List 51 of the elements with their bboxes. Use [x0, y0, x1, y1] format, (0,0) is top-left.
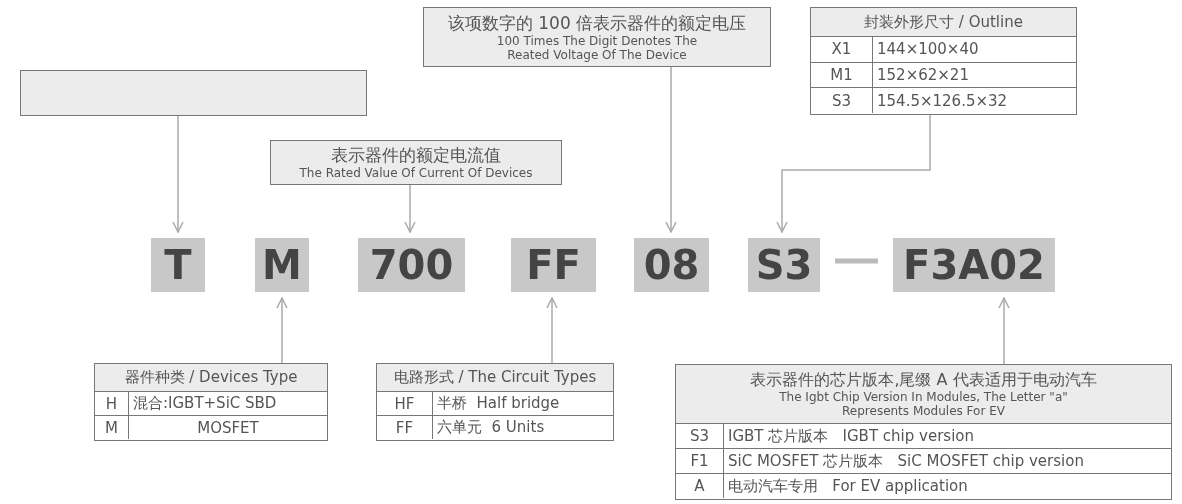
- description-cell-text: 混合:IGBT+SiC SBD: [132, 393, 278, 414]
- code-segment: FF: [511, 238, 596, 292]
- code-cell: M: [95, 416, 129, 439]
- code-cell: A: [676, 474, 724, 498]
- code-cell: M1: [811, 62, 873, 88]
- arrow: [665, 66, 677, 233]
- code-segment: S3: [748, 238, 820, 292]
- heading-text: 表示器件的额定电流值: [331, 144, 501, 167]
- description-cell-text: 154.5×126.5×32: [876, 90, 1009, 112]
- description-cell-text: 152×62×21: [876, 65, 970, 86]
- code-cell: X1: [811, 37, 873, 62]
- label-box: [270, 140, 562, 185]
- subtitle-text: The Rated Value Of Current Of Devices: [299, 167, 533, 181]
- description-cell-text: 144×100×40: [876, 39, 980, 61]
- code-segment: 700: [358, 238, 465, 292]
- description-cell-text: IGBT 芯片版本 IGBT chip version: [727, 425, 975, 447]
- header-cell: 电路形式 / The Circuit Types: [377, 364, 613, 391]
- heading-text: 该项数字的 100 倍表示器件的额定电压: [447, 11, 747, 35]
- description-cell-text: 电动汽车专用 For EV application: [727, 475, 969, 497]
- heading-text: 表示器件的芯片版本,尾缀 A 代表适用于电动汽车: [750, 369, 1097, 391]
- label-box: [423, 7, 771, 67]
- code-segment: T: [151, 238, 205, 292]
- description-cell-text: 半桥 Half bridge: [436, 393, 561, 414]
- code-table: [810, 7, 1077, 115]
- subtitle-text: The Igbt Chip Version In Modules, The Letter "a" Represents Modules For EV: [778, 390, 1069, 419]
- code-table: [94, 363, 328, 441]
- code-cell: FF: [377, 416, 433, 439]
- arrow: [172, 115, 184, 233]
- arrow: [546, 297, 558, 364]
- description-cell-text: 六单元 6 Units: [436, 417, 546, 438]
- code-segment: M: [255, 238, 309, 292]
- code-segment: F3A02: [893, 238, 1055, 292]
- description-cell-text: MOSFET: [196, 417, 260, 439]
- arrow: [998, 297, 1010, 365]
- description-cell-text: SiC MOSFET 芯片版本 SiC MOSFET chip version: [727, 450, 1085, 472]
- label-box: [20, 70, 367, 116]
- code-cell: H: [95, 392, 129, 415]
- header-cell: 器件种类 / Devices Type: [95, 364, 327, 391]
- arrow: [404, 184, 416, 233]
- code-cell: HF: [377, 392, 433, 415]
- code-cell: S3: [811, 88, 873, 113]
- connector-line: [835, 258, 878, 264]
- code-cell: F1: [676, 449, 724, 473]
- code-cell: S3: [676, 424, 724, 448]
- header-cell: 封装外形尺寸 / Outline: [811, 8, 1076, 36]
- code-segment: 08: [634, 238, 709, 292]
- code-table: [675, 364, 1172, 500]
- subtitle-text: 100 Times The Digit Denotes The Reated Voltage Of The Device: [495, 34, 699, 63]
- arrow: [276, 297, 288, 364]
- arrow: [776, 114, 931, 233]
- code-table: [376, 363, 614, 441]
